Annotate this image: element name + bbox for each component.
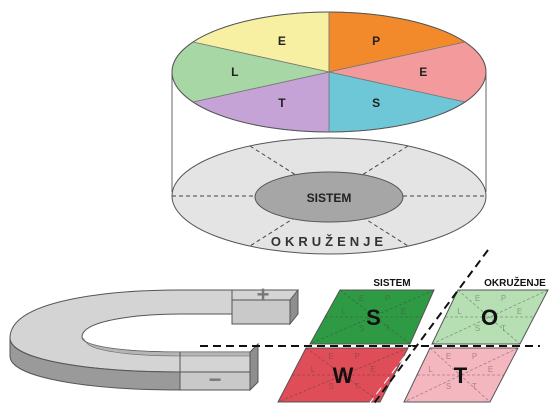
tile-sub-letter: L <box>428 365 433 374</box>
swot-letter-o: O <box>481 305 498 330</box>
swot-letter-w: W <box>333 363 354 388</box>
horseshoe-magnet: + − <box>9 282 299 392</box>
tile-sub-letter: E <box>446 352 451 361</box>
tile-sub-letter: E <box>370 365 375 374</box>
swot-tile-w <box>277 347 409 403</box>
swot-header-sistem: SISTEM <box>373 278 410 289</box>
pie-label-3: S <box>372 96 380 110</box>
sistem-disk-label: SISTEM <box>307 191 352 205</box>
tile-sub-letter: E <box>359 294 364 303</box>
tile-sub-letter: T <box>355 382 360 391</box>
tile-divider <box>277 347 409 403</box>
tile-sub-letter: E <box>488 365 493 374</box>
swot-letter-t: T <box>454 363 468 388</box>
tile-divider <box>305 347 381 403</box>
tile-sub-letter: S <box>359 324 364 333</box>
tile-sub-letter: S <box>328 382 333 391</box>
tile-divider <box>429 347 491 403</box>
tile-sub-letter: P <box>385 294 390 303</box>
tile-sub-letter: E <box>517 307 522 316</box>
tile-sub-letter: S <box>446 382 451 391</box>
pie-label-4: T <box>278 96 286 110</box>
tile-sub-letter: E <box>401 307 406 316</box>
tile-divider <box>431 289 549 345</box>
sistem-disk <box>254 171 404 223</box>
okruzenje-disk-label: OKRUŽENJE <box>271 234 387 249</box>
swot-diagonal-axis <box>371 249 489 407</box>
tile-sub-letter: T <box>385 324 390 333</box>
pie-label-0: E <box>278 34 286 48</box>
tile-sub-letter: E <box>328 352 333 361</box>
pie-label-5: L <box>231 65 238 79</box>
tile-sub-letter: P <box>354 352 359 361</box>
swot-tile-o <box>431 289 549 345</box>
tile-sub-letter: L <box>341 307 346 316</box>
tile-divider <box>457 289 521 345</box>
pie-label-2: E <box>419 65 427 79</box>
tile-sub-letter: T <box>472 382 477 391</box>
tile-sub-letter: P <box>472 352 477 361</box>
swot-tile-t <box>403 347 519 403</box>
tile-sub-letter: E <box>475 294 480 303</box>
tile-sub-letter: S <box>475 324 480 333</box>
tile-divider <box>309 289 435 345</box>
swot-header-okruzenje: OKRUŽENJE <box>484 276 546 289</box>
tile-divider <box>403 347 519 403</box>
tile-sub-letter: L <box>457 307 462 316</box>
swot-tile-s <box>309 289 435 345</box>
swot-letter-s: S <box>366 305 381 330</box>
pestle-pie: E P E S T L <box>171 11 487 133</box>
plus-pole-symbol: + <box>257 282 270 307</box>
magnet-upper-pole-face <box>231 299 291 325</box>
tile-sub-letter: P <box>501 294 506 303</box>
tile-sub-letter: L <box>311 365 316 374</box>
minus-pole-symbol: − <box>209 367 222 392</box>
pie-label-1: P <box>372 34 380 48</box>
pie-rim <box>171 11 487 133</box>
tile-sub-letter: T <box>501 324 506 333</box>
cylinder: SISTEM OKRUŽENJE E P E S T L <box>171 11 487 255</box>
